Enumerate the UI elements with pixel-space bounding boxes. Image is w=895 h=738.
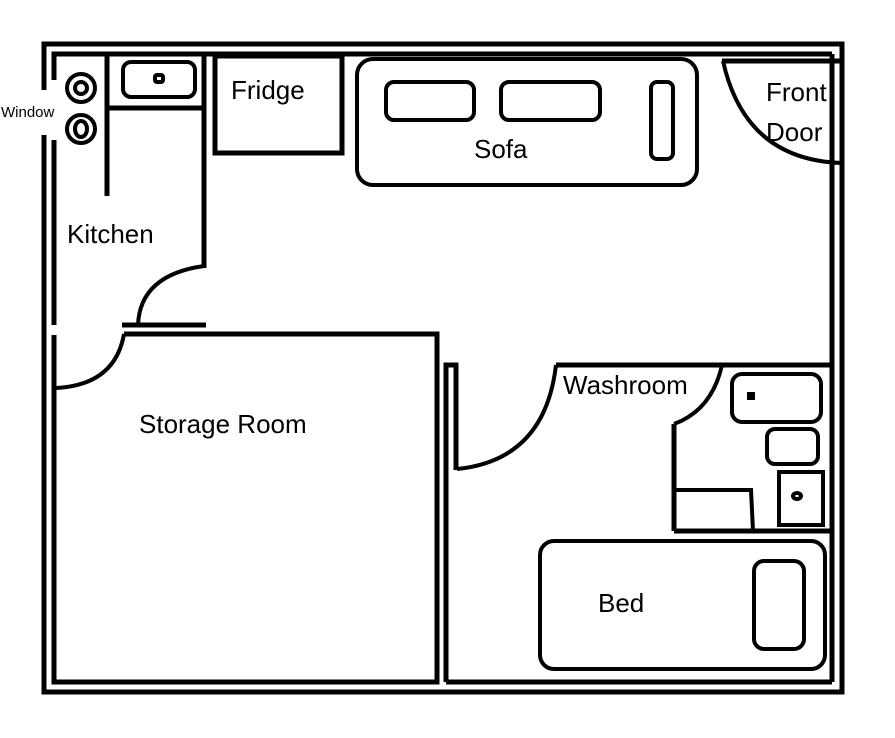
kitchen: Kitchen bbox=[67, 54, 207, 328]
bed-pillow bbox=[752, 559, 806, 651]
window-label: Window bbox=[1, 104, 55, 121]
sofa: Sofa bbox=[355, 57, 699, 187]
shower-stall bbox=[674, 488, 755, 532]
bedroom-area bbox=[443, 362, 832, 685]
storage-room-label: Storage Room bbox=[139, 409, 307, 439]
fridge-label: Fridge bbox=[231, 75, 305, 105]
sofa-armrest bbox=[649, 80, 675, 161]
front-door[interactable]: Front Door bbox=[721, 58, 843, 165]
kitchen-sink bbox=[121, 60, 197, 99]
front-door-swing bbox=[721, 60, 843, 165]
kitchen-label: Kitchen bbox=[67, 219, 154, 249]
bed-label: Bed bbox=[598, 588, 644, 618]
bedroom-door-swing bbox=[456, 364, 558, 471]
kitchen-door-swing bbox=[136, 264, 205, 326]
front-door-label-line1: Front bbox=[766, 77, 827, 107]
window-circle-bottom bbox=[65, 113, 97, 145]
washroom-sink bbox=[777, 470, 825, 527]
washroom-door-swing bbox=[673, 364, 724, 426]
bed: Bed bbox=[538, 539, 827, 671]
toilet bbox=[765, 427, 820, 466]
washroom-label: Washroom bbox=[563, 370, 688, 400]
outer-walls bbox=[41, 41, 845, 695]
sofa-label: Sofa bbox=[474, 134, 528, 164]
window-circle-top bbox=[65, 72, 97, 104]
sofa-cushion-middle bbox=[499, 80, 602, 122]
window: Window bbox=[1, 72, 97, 145]
sofa-cushion-left bbox=[384, 80, 476, 122]
fridge: Fridge bbox=[212, 53, 345, 156]
storage-door-swing bbox=[55, 333, 126, 390]
washroom: Washroom bbox=[563, 364, 832, 534]
front-door-label-line2: Door bbox=[766, 117, 823, 147]
bathtub bbox=[730, 372, 823, 424]
storage-room: Storage Room bbox=[51, 331, 440, 685]
